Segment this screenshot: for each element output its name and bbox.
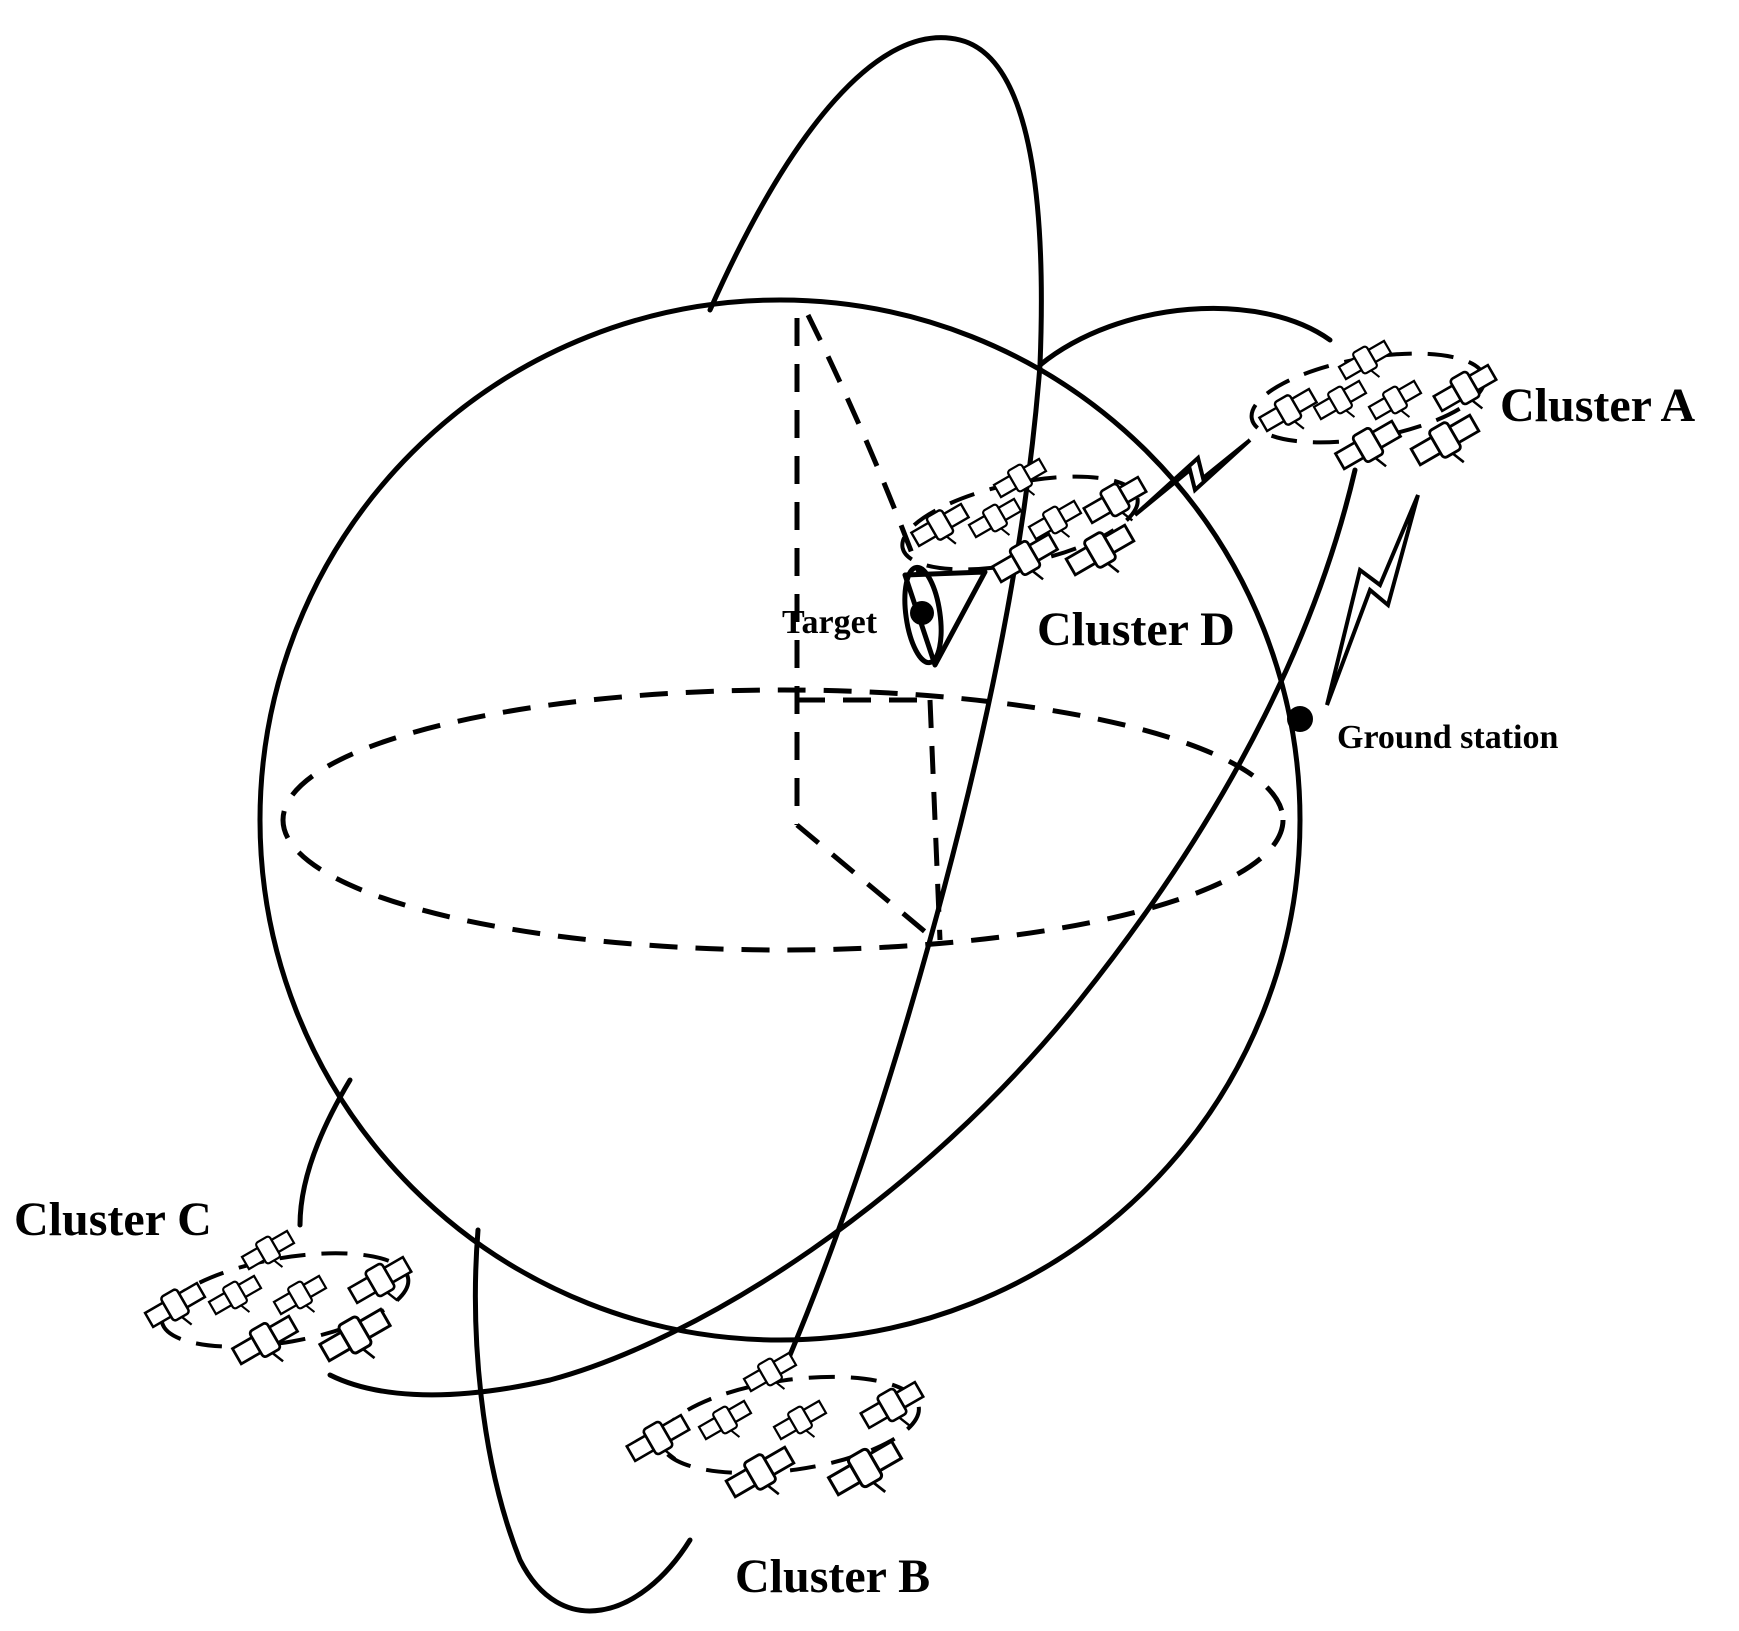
label-cluster-a: Cluster A — [1500, 379, 1695, 432]
satellite — [1409, 413, 1481, 467]
orbit-bottom-loop — [472, 1227, 693, 1614]
orbit-top-front — [787, 362, 1043, 1358]
earth — [257, 297, 1303, 1343]
satellite — [143, 1281, 207, 1329]
satellite — [742, 1351, 798, 1393]
cluster-a — [1249, 339, 1498, 471]
orbit-top-loop — [707, 35, 1044, 368]
link-a-to-ground-bolt — [1325, 494, 1420, 706]
satellite — [1312, 379, 1368, 421]
cluster-c-ring — [159, 1251, 411, 1349]
center-to-equator-point — [795, 823, 937, 942]
label-ground-station: Ground station — [1337, 719, 1558, 756]
label-cluster-b: Cluster B — [735, 1550, 930, 1603]
target-geometry — [794, 313, 988, 942]
satellite — [910, 502, 970, 548]
orbit-left-upper — [297, 1077, 353, 1228]
satellite — [772, 1399, 828, 1441]
ground-station-point — [1287, 706, 1313, 732]
equator — [280, 687, 1286, 953]
orbits — [297, 35, 1358, 1614]
satellite — [231, 1314, 299, 1366]
satellite — [1258, 387, 1318, 433]
orbit-a-to-c — [327, 467, 1358, 1398]
links — [1133, 438, 1420, 706]
footprint-ellipse — [902, 564, 944, 666]
earth-outline — [257, 297, 1303, 1343]
satellite — [240, 1229, 296, 1271]
satellite — [625, 1413, 691, 1463]
satellite — [1432, 363, 1498, 413]
label-cluster-c: Cluster C — [14, 1193, 212, 1246]
satellite — [724, 1445, 796, 1499]
satellite — [1334, 419, 1402, 471]
satellite — [1367, 379, 1423, 421]
meridian-to-target — [805, 313, 923, 576]
label-target: Target — [782, 604, 878, 641]
cluster-b-ring — [659, 1374, 921, 1476]
satellite — [318, 1307, 392, 1363]
satellite — [967, 497, 1023, 539]
cluster-d — [900, 457, 1148, 584]
satellite — [991, 532, 1059, 584]
cluster-c — [143, 1229, 413, 1366]
satellite — [272, 1274, 328, 1316]
target-point — [910, 601, 934, 625]
satellite — [1027, 499, 1083, 541]
satellite — [697, 1399, 753, 1441]
cluster-b — [625, 1351, 925, 1499]
target-vertical — [927, 699, 943, 941]
label-cluster-d: Cluster D — [1037, 603, 1235, 656]
orbit-cluster-a — [1037, 305, 1333, 368]
satellite — [827, 1439, 903, 1497]
link-d-to-a-bolt — [1133, 438, 1252, 517]
satellite — [207, 1274, 263, 1316]
